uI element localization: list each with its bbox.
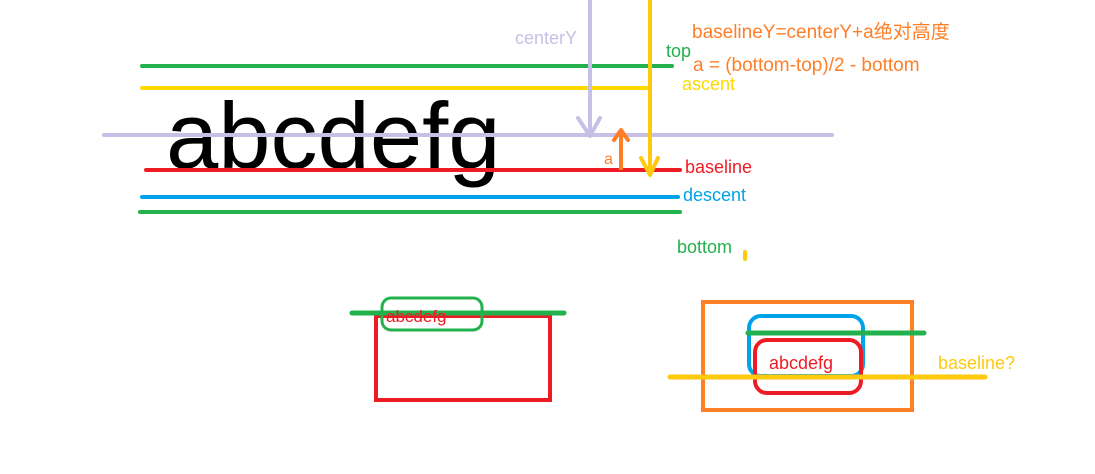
a-arrowhead: [612, 128, 630, 142]
center-y-arrowhead: [576, 116, 602, 138]
descent-label: descent: [683, 185, 746, 205]
a-label: a: [604, 151, 613, 168]
baseline-question-label: baseline?: [938, 353, 1015, 373]
baseline-y-arrowhead: [639, 156, 660, 177]
baseline-label: baseline: [685, 157, 752, 177]
formula-baseline: baselineY=centerY+a绝对高度: [692, 21, 950, 43]
left-container-box: [374, 314, 552, 402]
right-outer-box: [701, 300, 914, 412]
center-y-label: centerY: [515, 28, 577, 48]
ascent-label: ascent: [682, 74, 735, 94]
top-label: top: [666, 41, 691, 61]
left-small-sample-text: abcdefg: [386, 307, 447, 326]
right-red-box: [753, 338, 863, 395]
right-small-sample-text: abcdefg: [769, 353, 833, 373]
left-text-box: [380, 296, 484, 332]
bottom-label: bottom: [677, 237, 732, 257]
formula-a: a = (bottom-top)/2 - bottom: [693, 55, 920, 76]
